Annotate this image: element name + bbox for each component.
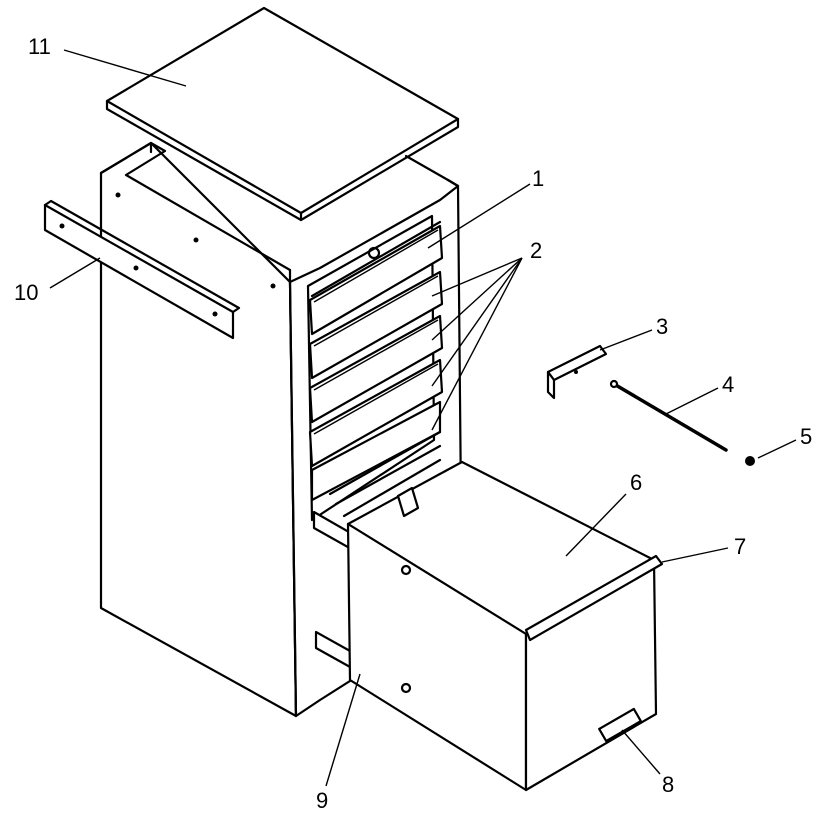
knob-part <box>745 456 755 466</box>
leader-lines <box>49 49 797 787</box>
upper-drawers <box>308 220 444 502</box>
callout-3: 3 <box>656 314 668 339</box>
callout-2: 2 <box>530 238 542 263</box>
top-panel-part <box>105 6 460 222</box>
callout-9: 9 <box>316 788 328 813</box>
callout-1: 1 <box>532 166 544 191</box>
callout-7: 7 <box>734 534 746 559</box>
callout-10: 10 <box>14 280 38 305</box>
callout-6: 6 <box>630 470 642 495</box>
callout-4: 4 <box>722 372 734 397</box>
callout-11: 11 <box>28 34 51 59</box>
small-bracket-part <box>546 344 608 400</box>
callout-5: 5 <box>800 424 812 449</box>
rail-bracket-part <box>43 199 241 340</box>
rod-part <box>609 379 728 452</box>
callout-8: 8 <box>662 772 674 797</box>
